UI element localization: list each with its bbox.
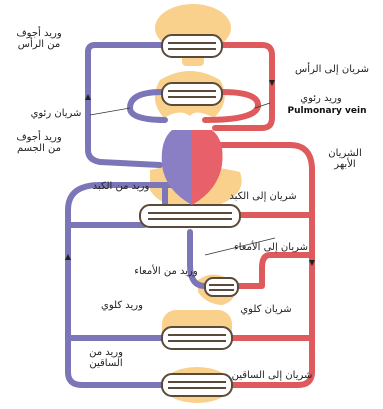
capillary-intestine xyxy=(205,278,238,296)
capillary-kidney xyxy=(162,327,232,349)
label-pulmonary-vein-en: Pulmonary vein xyxy=(280,106,374,117)
label-svc-head: وريد أجوف من الرأس xyxy=(6,28,72,50)
capillary-lungs xyxy=(162,83,222,105)
label-artery-intestine: شريان إلى الأمعاء xyxy=(226,242,316,253)
label-ivc-body: وريد أجوف من الجسم xyxy=(10,132,68,154)
label-artery-legs: شريان إلى الساقين xyxy=(224,370,320,381)
capillary-head xyxy=(162,35,222,57)
label-renal-artery: شريان كلوي xyxy=(236,304,296,315)
label-svc-head-line1: وريد أجوف xyxy=(6,28,72,39)
label-ivc-body-line2: من الجسم xyxy=(10,143,68,154)
capillary-legs xyxy=(162,374,232,396)
capillary-liver xyxy=(140,205,240,227)
label-aorta-line2: الأبهر xyxy=(318,159,372,170)
label-vein-legs-line2: الساقين xyxy=(78,358,134,369)
label-artery-head: شريان إلى الرأس xyxy=(284,64,380,75)
label-vein-legs: وريد من الساقين xyxy=(78,347,134,369)
label-pulmonary-artery: شريان رئوي xyxy=(24,108,88,119)
label-ivc-body-line1: وريد أجوف xyxy=(10,132,68,143)
label-aorta: الشريان الأبهر xyxy=(318,148,372,170)
label-artery-liver: شريان إلى الكبد xyxy=(220,191,306,202)
label-vein-legs-line1: وريد من xyxy=(78,347,134,358)
label-pulmonary-vein-ar: وريد رئوي xyxy=(286,93,356,104)
label-vein-intestine: وريد من الأمعاء xyxy=(118,266,214,277)
label-vein-liver: وريد من الكبد xyxy=(82,181,160,192)
artery-intestine xyxy=(238,255,312,286)
label-aorta-line1: الشريان xyxy=(318,148,372,159)
vein-head xyxy=(88,45,162,165)
label-renal-vein: وريد كلوي xyxy=(92,300,152,311)
label-svc-head-line2: من الرأس xyxy=(6,39,72,50)
